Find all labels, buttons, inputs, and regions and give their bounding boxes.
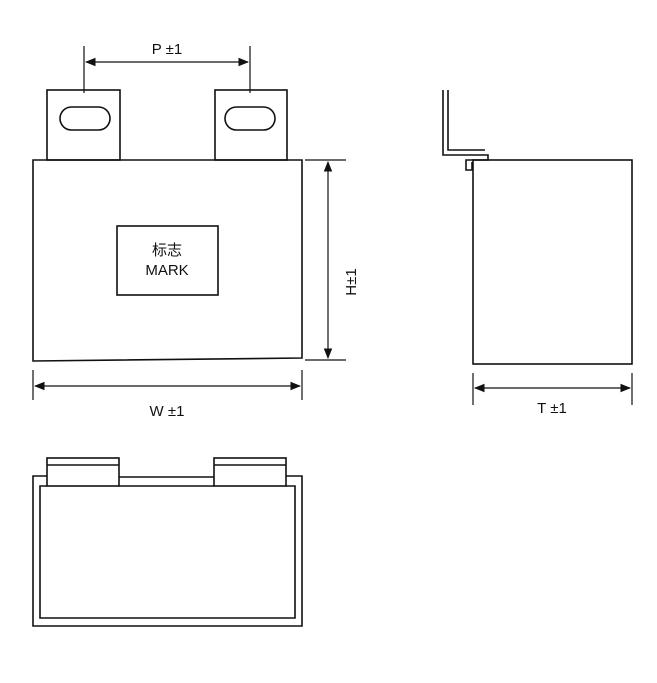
terminal-bend-inner	[447, 90, 485, 151]
terminal-bend-outer	[442, 90, 489, 171]
mark-label-english: MARK	[145, 262, 188, 279]
top-view-outer-case	[32, 475, 303, 627]
top-view-terminal-left	[46, 457, 120, 487]
mark-box	[116, 225, 219, 296]
top-view-inner-wall	[39, 485, 296, 619]
top-view-terminal-right	[213, 457, 287, 487]
mark-label-chinese: 标志	[152, 242, 182, 259]
side-body	[472, 159, 633, 365]
terminal-slot-right	[224, 106, 276, 131]
side-view: T ±1	[442, 90, 633, 417]
terminal-left	[46, 89, 121, 161]
top-view	[32, 457, 303, 627]
terminal-slot-left	[59, 106, 111, 131]
width-label: W ±1	[150, 403, 185, 420]
front-view: P ±1 标志 MARK H±1 W ±1	[32, 41, 360, 420]
terminal-right	[214, 89, 288, 161]
height-label: H±1	[343, 268, 360, 295]
thickness-label: T ±1	[537, 400, 567, 417]
capacitor-body	[32, 159, 303, 362]
pitch-label: P ±1	[152, 41, 182, 58]
